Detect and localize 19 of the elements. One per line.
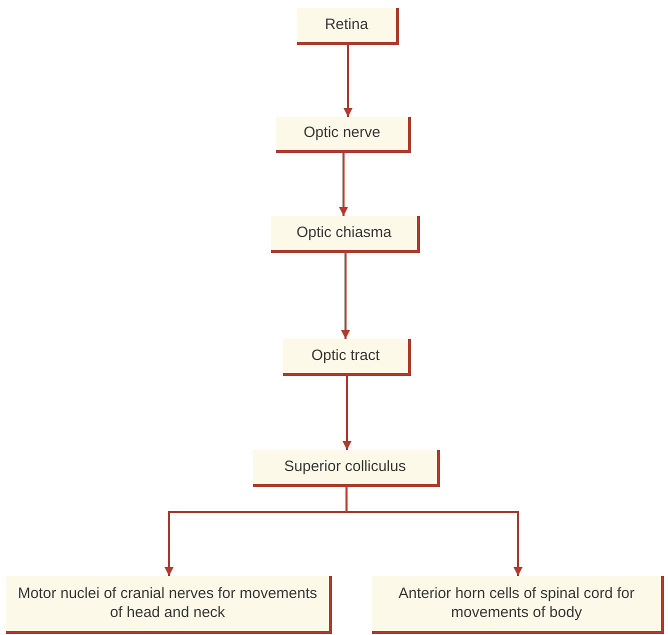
process-box — [297, 8, 399, 45]
arrow — [339, 153, 348, 216]
arrow — [346, 487, 522, 576]
process-box — [283, 339, 411, 376]
arrow — [342, 376, 352, 450]
arrow — [344, 45, 352, 117]
box-label: Optic chiasma — [296, 224, 392, 242]
box-label: Superior colliculus — [284, 458, 406, 476]
box-label: Optic tract — [311, 346, 380, 366]
process-box — [6, 576, 332, 634]
box-label: Anterior horn cells of spinal cord for movements of body — [398, 584, 636, 622]
process-box — [276, 117, 411, 153]
box-label: Motor nuclei of cranial nerves for movements of head and neck — [16, 584, 318, 622]
process-box — [372, 576, 664, 634]
process-box — [253, 450, 440, 487]
box-label: Retina — [324, 16, 368, 34]
arrow — [341, 253, 350, 339]
process-box — [271, 216, 420, 253]
box-label: Optic nerve — [304, 124, 380, 143]
